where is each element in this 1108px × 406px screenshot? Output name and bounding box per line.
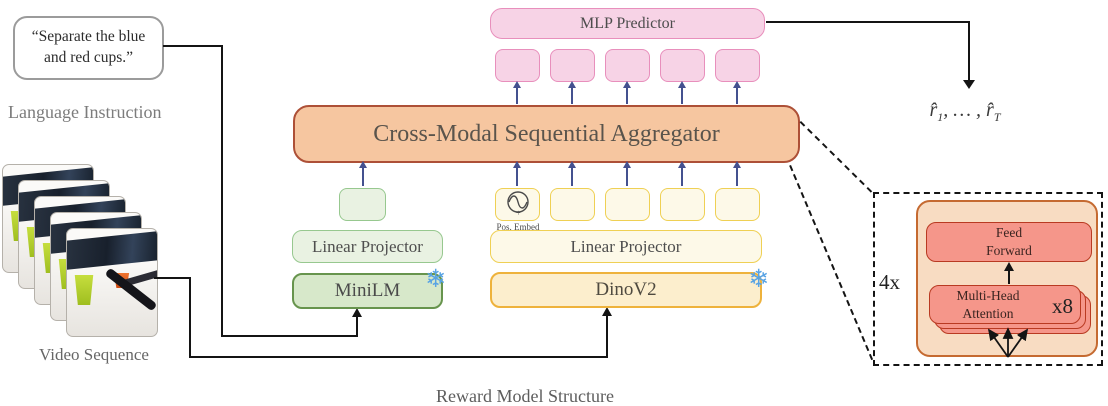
layers-multiplier-label: 4x xyxy=(879,270,900,294)
vision-linear-projector-label: Linear Projector xyxy=(570,236,682,256)
vision-linear-projector-box: Linear Projector xyxy=(490,230,762,263)
arrow-agg-to-token-1 xyxy=(513,81,521,104)
arrow-output-head xyxy=(963,80,975,89)
connector-output-v xyxy=(968,21,970,81)
arrow-agg-to-token-5 xyxy=(733,81,741,104)
mha-line-1: Multi-Head xyxy=(956,287,1020,303)
text-linear-projector-label: Linear Projector xyxy=(312,236,423,256)
reward-token-4 xyxy=(660,49,705,82)
fan-arrows-into-mha xyxy=(987,327,1029,358)
reward-token-3 xyxy=(605,49,650,82)
feed-forward-box: Feed Forward xyxy=(926,222,1092,262)
arrow-into-minilm xyxy=(352,308,362,337)
vision-token-1: + xyxy=(495,188,540,221)
pos-embed-icon: + xyxy=(507,191,529,217)
reward-token-5 xyxy=(715,49,760,82)
rhat-last: r̂ xyxy=(986,99,994,121)
connector-language-h2 xyxy=(221,335,357,337)
connector-output-h xyxy=(766,21,970,23)
bubble-line-1: “Separate the blue xyxy=(31,28,146,46)
reward-token-2 xyxy=(550,49,595,82)
arrow-agg-to-token-2 xyxy=(568,81,576,104)
zoom-dash-line-bottom xyxy=(789,165,874,361)
vision-token-2 xyxy=(550,188,595,221)
arrow-mha-to-ff xyxy=(1004,262,1014,284)
mlp-predictor-label: MLP Predictor xyxy=(580,14,675,32)
text-linear-projector-box: Linear Projector xyxy=(292,230,443,263)
diagram-caption: Reward Model Structure xyxy=(436,386,614,406)
zoom-dash-line-top xyxy=(799,121,873,193)
vision-token-4 xyxy=(660,188,705,221)
dinov2-label: DinoV2 xyxy=(595,279,657,300)
transformer-block: Feed Forward Multi-Head Attention x8 xyxy=(916,200,1098,358)
arrow-vis-token-5-to-agg xyxy=(733,161,741,186)
arrow-vis-token-1-to-agg xyxy=(513,161,521,186)
arrow-agg-to-token-3 xyxy=(623,81,631,104)
language-instruction-bubble: “Separate the blue and red cups.” xyxy=(13,16,164,80)
minilm-box: MiniLM xyxy=(292,273,443,309)
minilm-label: MiniLM xyxy=(334,280,401,301)
arrow-vis-token-4-to-agg xyxy=(678,161,686,186)
aggregator-box: Cross-Modal Sequential Aggregator xyxy=(293,105,800,163)
arrow-agg-to-token-4 xyxy=(678,81,686,104)
rhat-ellipsis: , … , xyxy=(943,99,987,121)
monitor-strip xyxy=(67,230,157,271)
arrow-text-token-to-agg xyxy=(359,161,367,186)
pos-embed-plus: + xyxy=(516,209,521,217)
green-cup xyxy=(74,275,94,305)
mlp-predictor-box: MLP Predictor xyxy=(490,8,765,39)
rhat-first-sub: 1 xyxy=(937,110,944,124)
transformer-detail-dashed-box xyxy=(873,192,1103,366)
connector-video-v xyxy=(189,277,191,358)
mha-line-2: Attention xyxy=(962,305,1014,321)
pos-embed-label: Pos. Embed xyxy=(496,222,540,232)
multi-head-attention-box: Multi-Head Attention x8 xyxy=(929,285,1081,324)
vision-token-3 xyxy=(605,188,650,221)
text-token xyxy=(339,188,386,221)
connector-video-h1 xyxy=(154,277,191,279)
snowflake-icon: ❄ xyxy=(425,264,446,293)
aggregator-label: Cross-Modal Sequential Aggregator xyxy=(373,120,720,147)
reward-output-label: r̂1, … , r̂T xyxy=(905,99,1025,125)
snowflake-icon: ❄ xyxy=(748,264,769,293)
bubble-line-2: and red cups.” xyxy=(43,49,134,66)
connector-video-h2 xyxy=(189,356,608,358)
rhat-last-sub: T xyxy=(993,110,1001,124)
video-frame-5 xyxy=(66,228,158,337)
rhat-first: r̂ xyxy=(929,99,938,121)
feed-forward-line-1: Feed xyxy=(995,225,1023,241)
arrow-vis-token-2-to-agg xyxy=(568,161,576,186)
connector-language-v xyxy=(221,45,223,337)
arrow-into-dinov2 xyxy=(602,307,612,358)
connector-language-h1 xyxy=(163,45,223,47)
arrow-vis-token-3-to-agg xyxy=(623,161,631,186)
reward-token-1 xyxy=(495,49,540,82)
dinov2-box: DinoV2 xyxy=(490,272,762,308)
feed-forward-line-2: Forward xyxy=(986,243,1032,258)
video-sequence-label: Video Sequence xyxy=(39,345,149,364)
language-instruction-label: Language Instruction xyxy=(8,102,162,122)
attention-heads-multiplier: x8 xyxy=(1052,294,1073,318)
vision-token-5 xyxy=(715,188,760,221)
